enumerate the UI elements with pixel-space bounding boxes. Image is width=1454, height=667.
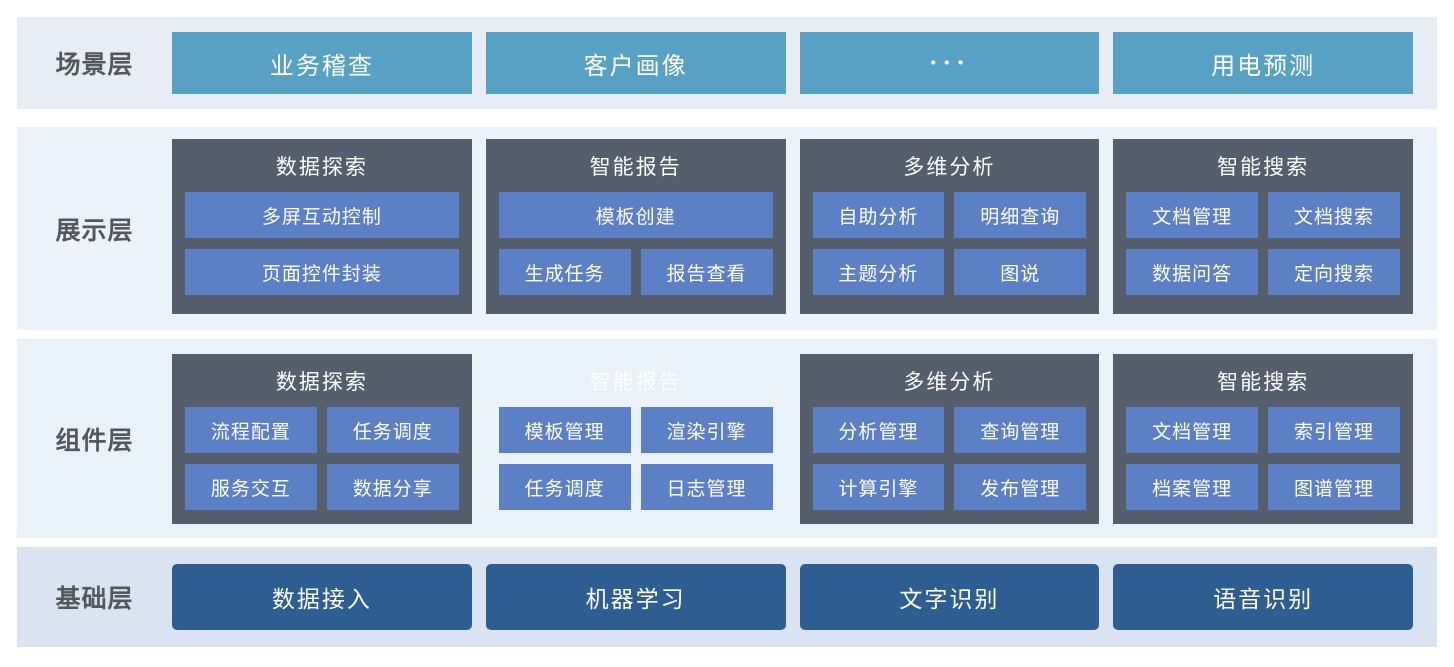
card-row: 多屏互动控制 (185, 192, 459, 238)
sub-module-button[interactable]: 文档管理 (1126, 192, 1259, 238)
foundation-button[interactable]: 语音识别 (1113, 564, 1413, 630)
band-scenario-layer: 场景层 业务稽查客户画像···用电预测 (17, 17, 1437, 109)
module-card-title: 智能搜索 (1217, 369, 1310, 394)
layer-label: 场景层 (55, 51, 134, 79)
sub-module-button[interactable]: 自助分析 (812, 192, 945, 238)
sub-module-button[interactable]: 文档管理 (1126, 407, 1259, 453)
card-row: 文档管理索引管理 (1126, 407, 1400, 453)
module-card: 智能报告模板管理渲染引擎任务调度日志管理 (486, 354, 786, 524)
module-card-title: 数据探索 (275, 154, 368, 179)
sub-module-button[interactable]: 任务调度 (326, 407, 459, 453)
card-row: 生成任务报告查看 (498, 249, 773, 295)
card-row: 自助分析明细查询 (812, 192, 1087, 238)
card-row: 档案管理图谱管理 (1126, 464, 1400, 510)
module-card: 智能搜索文档管理文档搜索数据问答定向搜索 (1113, 139, 1413, 314)
sub-module-button[interactable]: 报告查看 (640, 249, 773, 295)
module-card-title: 数据探索 (275, 369, 368, 394)
band-content: 数据探索多屏互动控制页面控件封装智能报告模板创建生成任务报告查看多维分析自助分析… (172, 127, 1437, 330)
band-content: 数据接入机器学习文字识别语音识别 (172, 547, 1437, 647)
card-row: 页面控件封装 (185, 249, 459, 295)
band-component-layer: 组件层 数据探索流程配置任务调度服务交互数据分享智能报告模板管理渲染引擎任务调度… (17, 339, 1437, 538)
sub-module-button[interactable]: 模板创建 (498, 192, 773, 238)
module-card: 数据探索多屏互动控制页面控件封装 (172, 139, 472, 314)
scenario-button[interactable]: 用电预测 (1113, 32, 1413, 94)
sub-module-button[interactable]: 页面控件封装 (185, 249, 459, 295)
module-card-title: 多维分析 (903, 154, 996, 179)
layer-label: 基础层 (55, 585, 134, 613)
sub-module-button[interactable]: 模板管理 (498, 407, 631, 453)
sub-module-button[interactable]: 数据问答 (1126, 249, 1259, 295)
card-row: 文档管理文档搜索 (1126, 192, 1400, 238)
module-card-title: 智能报告 (589, 369, 682, 394)
sub-module-button[interactable]: 档案管理 (1126, 464, 1259, 510)
band-presentation-layer: 展示层 数据探索多屏互动控制页面控件封装智能报告模板创建生成任务报告查看多维分析… (17, 127, 1437, 330)
sub-module-button[interactable]: 分析管理 (812, 407, 945, 453)
module-card: 多维分析自助分析明细查询主题分析图说 (799, 139, 1100, 314)
band-content: 数据探索流程配置任务调度服务交互数据分享智能报告模板管理渲染引擎任务调度日志管理… (172, 339, 1437, 538)
card-row: 流程配置任务调度 (185, 407, 459, 453)
card-row: 模板创建 (498, 192, 773, 238)
foundation-button[interactable]: 机器学习 (485, 564, 786, 630)
sub-module-button[interactable]: 定向搜索 (1268, 249, 1400, 295)
scenario-button[interactable]: 客户画像 (485, 32, 786, 94)
foundation-button[interactable]: 数据接入 (172, 564, 472, 630)
sub-module-button[interactable]: 文档搜索 (1268, 192, 1400, 238)
scenario-button[interactable]: 业务稽查 (172, 32, 472, 94)
sub-module-button[interactable]: 多屏互动控制 (185, 192, 459, 238)
sub-module-button[interactable]: 渲染引擎 (640, 407, 773, 453)
module-card: 多维分析分析管理查询管理计算引擎发布管理 (799, 354, 1100, 524)
sub-module-button[interactable]: 图谱管理 (1268, 464, 1400, 510)
card-row: 计算引擎发布管理 (812, 464, 1087, 510)
card-row: 模板管理渲染引擎 (498, 407, 773, 453)
module-card: 智能报告模板创建生成任务报告查看 (485, 139, 786, 314)
card-row: 服务交互数据分享 (185, 464, 459, 510)
sub-module-button[interactable]: 主题分析 (812, 249, 945, 295)
card-row: 数据问答定向搜索 (1126, 249, 1400, 295)
layer-label: 组件层 (55, 426, 134, 455)
layer-label: 展示层 (55, 216, 134, 245)
card-row: 任务调度日志管理 (498, 464, 773, 510)
band-foundation-layer: 基础层 数据接入机器学习文字识别语音识别 (17, 547, 1437, 647)
sub-module-button[interactable]: 日志管理 (640, 464, 773, 510)
module-card-title: 智能搜索 (1217, 154, 1310, 179)
sub-module-button[interactable]: 图说 (954, 249, 1087, 295)
sub-module-button[interactable]: 明细查询 (954, 192, 1087, 238)
sub-module-button[interactable]: 索引管理 (1268, 407, 1400, 453)
band-content: 业务稽查客户画像···用电预测 (172, 17, 1437, 109)
sub-module-button[interactable]: 计算引擎 (812, 464, 945, 510)
sub-module-button[interactable]: 流程配置 (185, 407, 317, 453)
sub-module-button[interactable]: 发布管理 (954, 464, 1087, 510)
foundation-button[interactable]: 文字识别 (799, 564, 1100, 630)
module-card-title: 智能报告 (589, 154, 682, 179)
scenario-button[interactable]: ··· (799, 32, 1100, 94)
module-card: 数据探索流程配置任务调度服务交互数据分享 (172, 354, 472, 524)
sub-module-button[interactable]: 服务交互 (185, 464, 317, 510)
card-row: 主题分析图说 (812, 249, 1087, 295)
sub-module-button[interactable]: 数据分享 (326, 464, 459, 510)
card-row: 分析管理查询管理 (812, 407, 1087, 453)
module-card: 智能搜索文档管理索引管理档案管理图谱管理 (1113, 354, 1413, 524)
sub-module-button[interactable]: 任务调度 (498, 464, 631, 510)
module-card-title: 多维分析 (903, 369, 996, 394)
sub-module-button[interactable]: 查询管理 (954, 407, 1087, 453)
sub-module-button[interactable]: 生成任务 (498, 249, 631, 295)
